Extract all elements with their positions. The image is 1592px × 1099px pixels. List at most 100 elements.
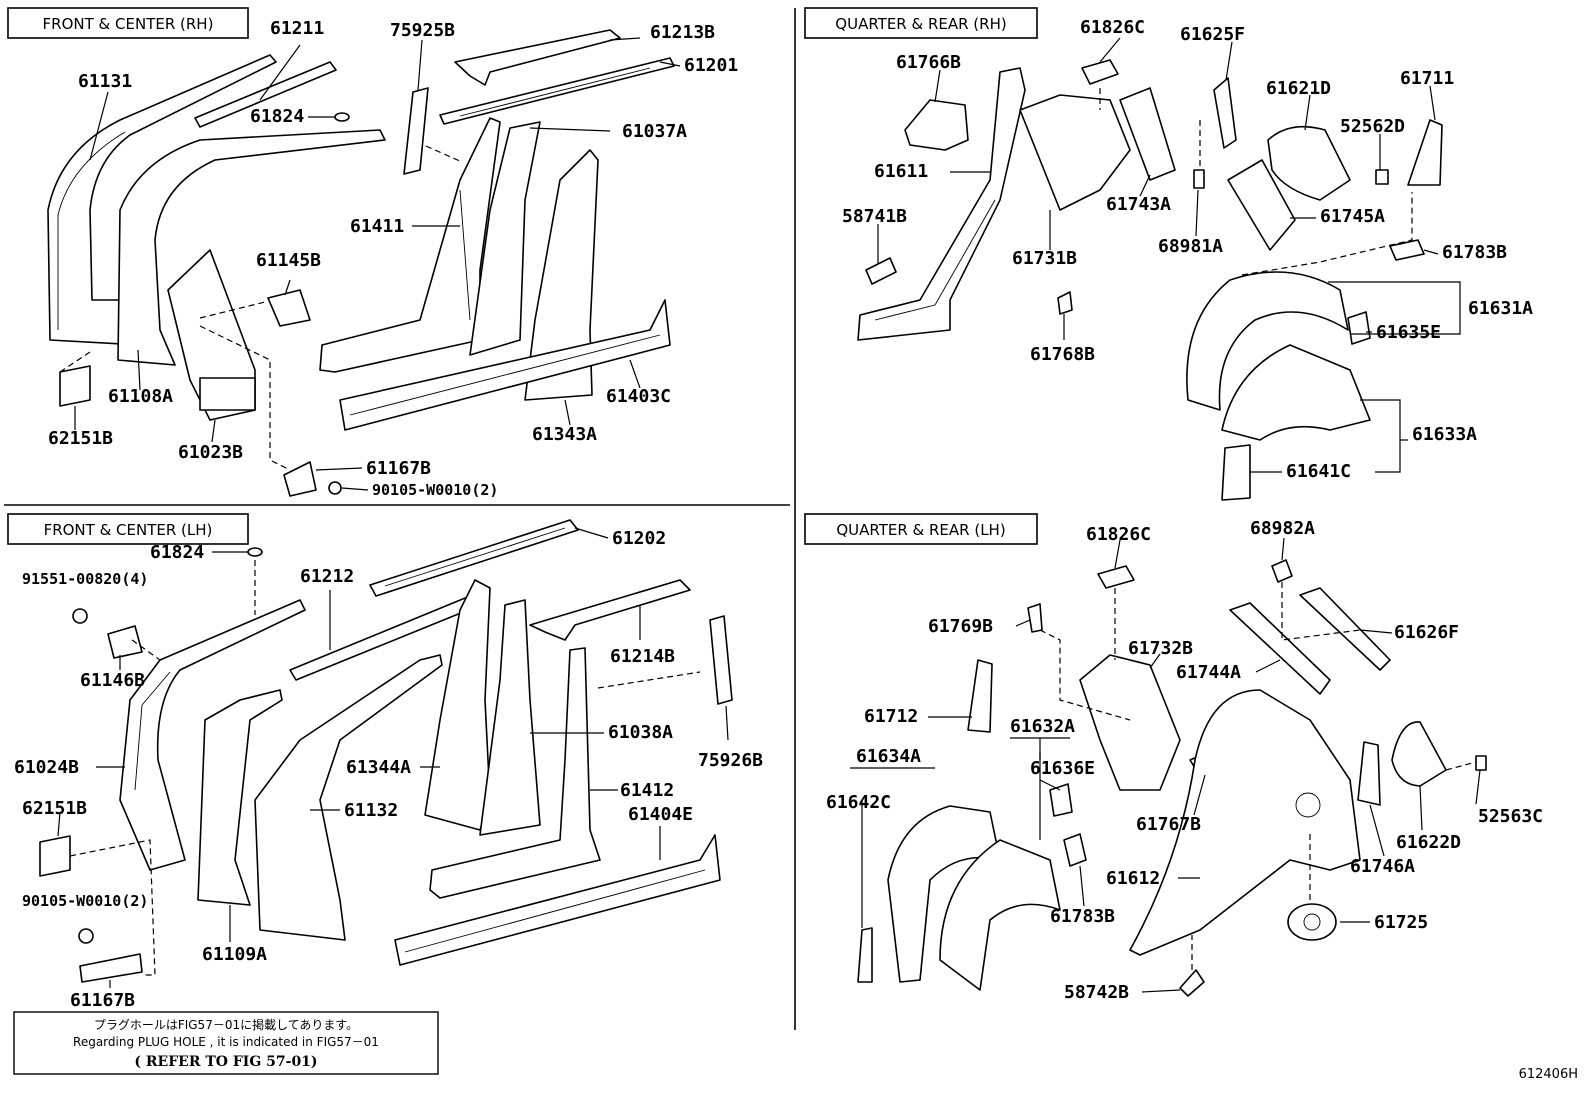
part-61211 (194, 61, 337, 128)
part-label-62151b-rh: 62151B (48, 428, 113, 449)
quarter-lh-leaders (850, 537, 1481, 993)
part-label-61213b: 61213B (650, 22, 715, 43)
part-61612 (1129, 689, 1361, 956)
part-90105-rh (328, 481, 342, 495)
part-61625F (1213, 77, 1237, 149)
quarter-rh-labels: 61766B 61826C 61625F 61621D 61711 52562D… (842, 17, 1533, 482)
section-title: FRONT & CENTER (RH) (43, 15, 214, 33)
part-label-61767b: 61767B (1136, 814, 1201, 835)
part-label-61344a: 61344A (346, 757, 411, 778)
part-label-61766b: 61766B (896, 52, 961, 73)
quarter-rh-parts (857, 59, 1443, 501)
part-61167B-lh (79, 953, 143, 983)
part-label-61625f: 61625F (1180, 24, 1245, 45)
part-label-61622d: 61622D (1396, 832, 1461, 853)
part-61213B (454, 29, 621, 86)
part-61744A (1229, 602, 1331, 695)
front-lh-leaders (57, 527, 729, 988)
note-en: Regarding PLUG HOLE , it is indicated in… (73, 1035, 379, 1049)
part-61132 (254, 654, 443, 941)
part-label-61145b: 61145B (256, 250, 321, 271)
quarter-lh-parts (857, 559, 1487, 997)
part-52563C (1475, 755, 1487, 771)
part-61611 (857, 67, 1026, 341)
part-label-61131: 61131 (78, 71, 132, 92)
part-label-61783b-rh: 61783B (1442, 242, 1507, 263)
quarter-rh-leaders (877, 37, 1461, 473)
part-61622D (1391, 721, 1447, 787)
part-label-61626f: 61626F (1394, 622, 1459, 643)
part-label-61167b-lh: 61167B (70, 990, 135, 1011)
part-label-61201: 61201 (684, 55, 738, 76)
part-62151B-lh (39, 835, 71, 877)
part-label-68981a: 68981A (1158, 236, 1223, 257)
part-61631A (1186, 271, 1349, 411)
part-label-61132: 61132 (344, 800, 398, 821)
part-61745A (1227, 159, 1296, 251)
part-label-52563c: 52563C (1478, 806, 1543, 827)
part-label-61108a: 61108A (108, 386, 173, 407)
part-label-61404e: 61404E (628, 804, 693, 825)
part-label-61037a: 61037A (622, 121, 687, 142)
part-label-61711: 61711 (1400, 68, 1454, 89)
part-label-61633a: 61633A (1412, 424, 1477, 445)
part-90105-lh (78, 928, 94, 944)
part-61824-rh (334, 112, 350, 122)
part-61131 (47, 54, 277, 346)
part-61826C-rh (1081, 59, 1119, 85)
part-61202 (369, 519, 579, 597)
part-61108A (117, 129, 386, 366)
part-label-61343a: 61343A (532, 424, 597, 445)
part-61731B (1019, 94, 1131, 211)
part-label-61212: 61212 (300, 566, 354, 587)
part-61712 (967, 659, 993, 733)
part-label-91551: 91551-00820(4) (22, 570, 148, 588)
part-label-68982a: 68982A (1250, 518, 1315, 539)
section-header-front-lh: FRONT & CENTER (LH) (7, 513, 249, 545)
part-61411 (319, 117, 501, 373)
part-label-61732b: 61732B (1128, 638, 1193, 659)
part-label-61635e: 61635E (1376, 322, 1441, 343)
part-label-61636e: 61636E (1030, 758, 1095, 779)
quarter-lh-labels: 61826C 68982A 61769B 61732B 61626F 61744… (826, 518, 1543, 1003)
part-61343A (524, 149, 599, 401)
part-label-61743a: 61743A (1106, 194, 1171, 215)
part-61626F (1299, 587, 1391, 671)
front-lh-parts (39, 519, 733, 983)
part-61642C (857, 927, 873, 983)
note-jp: プラグホールはFIG57－01に掲載してあります。 (94, 1017, 358, 1032)
part-label-75925b: 75925B (390, 20, 455, 41)
part-label-58741b: 58741B (842, 206, 907, 227)
part-label-61725: 61725 (1374, 912, 1428, 933)
part-label-61202: 61202 (612, 528, 666, 549)
part-58742B (1179, 969, 1205, 997)
part-label-61634a: 61634A (856, 746, 921, 767)
part-label-61412: 61412 (620, 780, 674, 801)
part-61826C-lh (1097, 565, 1135, 589)
part-label-61411: 61411 (350, 216, 404, 237)
part-label-61632a: 61632A (1010, 716, 1075, 737)
part-61109A (197, 689, 283, 906)
part-52562D (1375, 169, 1389, 185)
part-label-61109a: 61109A (202, 944, 267, 965)
note-ref: ( REFER TO FIG 57-01) (134, 1054, 317, 1070)
part-label-61768b: 61768B (1030, 344, 1095, 365)
part-61024B (119, 599, 306, 871)
part-label-61712: 61712 (864, 706, 918, 727)
part-61824-lh (247, 547, 263, 557)
part-61769B (1027, 603, 1043, 633)
part-75926B (709, 615, 733, 705)
part-62151B-rh (59, 365, 91, 407)
part-label-61746a: 61746A (1350, 856, 1415, 877)
part-label-90105-rh: 90105-W0010(2) (372, 481, 498, 499)
part-61167B-rh (283, 461, 317, 497)
part-61621D (1267, 125, 1351, 201)
part-61711 (1407, 119, 1443, 186)
part-61743A (1119, 87, 1176, 181)
part-61636E (1049, 783, 1073, 817)
part-label-61621d: 61621D (1266, 78, 1331, 99)
part-label-61038a: 61038A (608, 722, 673, 743)
part-61214B (529, 579, 691, 641)
part-61766B (904, 99, 969, 151)
